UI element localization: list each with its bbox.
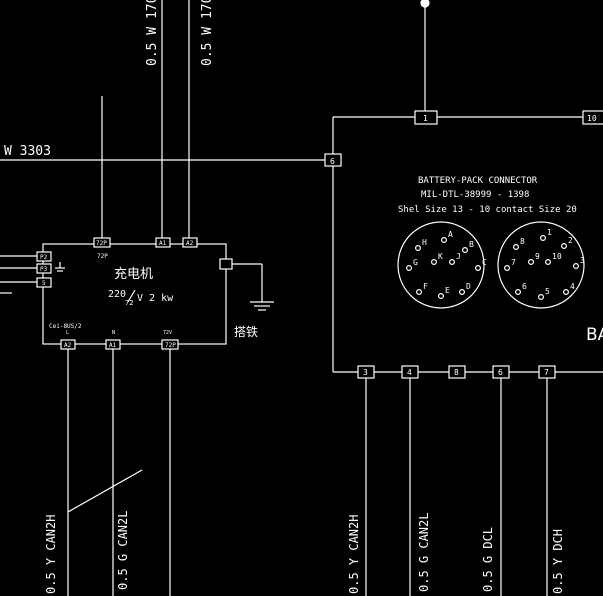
contact-3-label: 3 <box>580 256 585 265</box>
contact-10-hole <box>544 259 551 266</box>
contact-g-label: G <box>413 258 418 267</box>
connector-number-contacts: 1 2 3 4 5 6 7 8 9 10 <box>504 228 585 301</box>
connector-bottom-pin-label-3: 6 <box>498 368 503 377</box>
charger-left-pin-label-1: P3 <box>40 266 48 273</box>
contact-e-label: E <box>445 286 450 295</box>
charger-pin-right <box>219 258 233 270</box>
connector-left-pin-label: 6 <box>330 157 335 166</box>
contact-7-label: 7 <box>511 258 516 267</box>
connector-top-pin-label-0: 1 <box>423 114 428 123</box>
charger-pin-top-a1 <box>155 237 171 248</box>
charger-bottom-pin-label-1: A1 <box>109 342 117 349</box>
charger-model: Cei-8US/2 <box>49 323 82 330</box>
contact-j-label: J <box>456 252 461 261</box>
charger-rating-220: 220 <box>108 289 126 300</box>
charger-top-pin-label-2: A2 <box>186 240 194 247</box>
connector-face-numbers <box>497 221 585 309</box>
contact-2-label: 2 <box>568 236 573 245</box>
connector-pin-top-1 <box>414 110 438 125</box>
contact-2-hole <box>560 243 567 250</box>
contact-1-hole <box>539 235 546 242</box>
contact-1-label: 1 <box>547 228 552 237</box>
charger-bottom-pin-label-0: A2 <box>64 342 72 349</box>
contact-g-hole <box>406 265 413 272</box>
charger-pin-top-72p <box>93 237 111 248</box>
contact-b-label: B <box>469 240 474 249</box>
charger-left-pin-label-2: 5 <box>42 280 46 287</box>
junction-dot <box>420 0 430 8</box>
connector-letter-contacts: A BC D E F G H J K <box>406 230 487 300</box>
contact-4-hole <box>562 289 569 296</box>
label-w1701: 0.5 W 1701 <box>145 0 160 66</box>
charger-left-pin-label-0: P2 <box>40 254 48 261</box>
contact-h-hole <box>415 245 422 252</box>
wire-leader <box>67 469 143 513</box>
contact-c-label: C <box>482 258 487 267</box>
connector-pin-left-6 <box>324 153 342 167</box>
connector-bottom-pin-2 <box>448 365 466 379</box>
contact-3-hole <box>572 263 579 270</box>
contact-9-label: 9 <box>535 252 540 261</box>
contact-d-label: D <box>466 282 471 291</box>
contact-f-label: F <box>423 282 428 291</box>
charger-title: 充电机 <box>114 266 153 282</box>
label-can2l-left: 0.5 G CAN2L <box>116 511 130 590</box>
charger-bottom-small-2: 72V <box>163 330 172 336</box>
connector-size: Shel Size 13 - 10 contact Size 20 <box>398 205 577 215</box>
charger-ground-label: 搭铁 <box>234 325 258 339</box>
label-w3303: W 3303 <box>4 144 51 159</box>
connector-bottom-pin-label-2: 8 <box>454 368 459 377</box>
contact-e-hole <box>438 293 445 300</box>
contact-a-hole <box>441 237 448 244</box>
charger-pin-top-a2 <box>182 237 198 248</box>
charger-rating-72: 72 <box>125 299 133 307</box>
contact-c-hole <box>475 265 482 272</box>
connector-bottom-pin-label-1: 4 <box>407 368 412 377</box>
connector-bottom-pin-label-4: 7 <box>544 368 549 377</box>
contact-f-hole <box>416 289 423 296</box>
label-w1700: 0.5 W 1700 <box>200 0 215 66</box>
contact-6-hole <box>514 289 521 296</box>
charger-bottom-small-0: L <box>66 330 69 336</box>
connector-title: BATTERY-PACK CONNECTOR <box>418 176 538 186</box>
contact-k-label: K <box>438 252 443 261</box>
contact-10-label: 10 <box>552 252 562 261</box>
charger-top-pin-label-0: 72P <box>96 240 107 247</box>
contact-b-hole <box>462 247 469 254</box>
connector-top-pin-label-1: 10 <box>587 114 597 123</box>
contact-h-label: H <box>422 238 427 247</box>
connector-spec: MIL-DTL-38999 - 1398 <box>421 190 529 200</box>
contact-d-hole <box>459 289 466 296</box>
connector-pin-top-10 <box>582 110 603 125</box>
connector-face-letters <box>397 221 485 309</box>
contact-4-label: 4 <box>570 282 575 291</box>
contact-j-hole <box>449 259 456 266</box>
contact-7-hole <box>504 265 511 272</box>
contact-5-label: 5 <box>545 287 550 296</box>
charger-bottom-pin-label-2: 72P <box>165 342 176 349</box>
contact-8-label: 8 <box>520 237 525 246</box>
charger-rating-v: V 2 kw <box>137 293 174 304</box>
label-can2h-right: 0.5 Y CAN2H <box>347 515 361 594</box>
label-dcl: 0.5 G DCL <box>481 527 495 592</box>
charger-bottom-small-1: N <box>112 330 115 336</box>
charger-sub-label: 72P <box>97 253 108 260</box>
label-dch: 0.5 Y DCH <box>551 529 565 594</box>
label-can2h-left: 0.5 Y CAN2H <box>44 515 58 594</box>
contact-a-label: A <box>448 230 453 239</box>
connector-bottom-pins: 3 4 8 6 7 <box>357 365 556 379</box>
charger-box <box>42 243 227 345</box>
contact-6-label: 6 <box>522 282 527 291</box>
connector-bottom-pin-label-0: 3 <box>363 368 368 377</box>
label-can2l-right: 0.5 G CAN2L <box>417 513 431 592</box>
contact-9-hole <box>527 259 534 266</box>
contact-k-hole <box>431 259 438 266</box>
contact-8-hole <box>512 244 519 251</box>
charger-top-pin-label-1: A1 <box>159 240 167 247</box>
charger-rating-slash <box>127 289 136 303</box>
connector-side-label: BA <box>586 325 603 345</box>
contact-5-hole <box>537 294 544 301</box>
